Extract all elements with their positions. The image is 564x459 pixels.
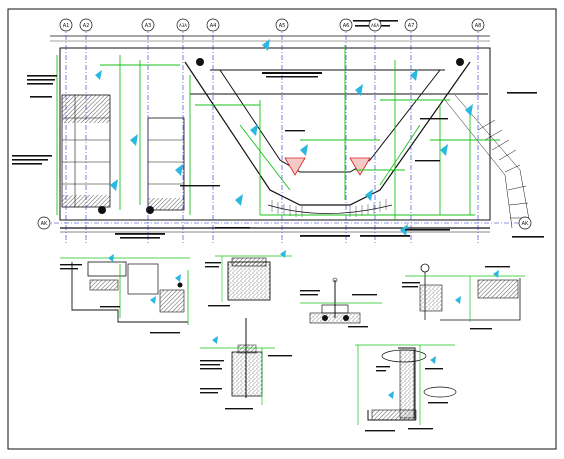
grid-label-a7: A7 [408, 23, 415, 29]
row-label-left: AK [41, 221, 48, 227]
detail-retaining-wall [355, 344, 457, 432]
red-hatch-right [349, 157, 371, 176]
grid-label-a5: A5 [279, 23, 286, 29]
left-shelving [61, 94, 111, 208]
row-label-right: AK [522, 221, 529, 227]
red-hatch-left [284, 157, 306, 176]
grid-lines [44, 25, 525, 245]
funnel-base-arc [267, 204, 393, 214]
detail-section-right [402, 263, 525, 330]
mid-shelving [147, 117, 185, 211]
grid-label-a3a: A3A [179, 23, 187, 28]
plan-outline [59, 47, 491, 221]
sheet-border [7, 8, 557, 450]
funnel-base-ribs [271, 199, 387, 217]
detail-post-base [300, 277, 382, 328]
grid-label-a8: A8 [475, 23, 482, 29]
grid-bubbles-row: AK AK [37, 216, 532, 230]
cyan-leaders [95, 39, 473, 236]
grid-bubbles-top: A1 A2 A3 A3A A4 A5 A6 A6A A7 A8 [59, 18, 485, 32]
note-text-blocks [12, 20, 544, 239]
pier-symbols [98, 58, 464, 214]
right-stair [444, 94, 531, 229]
detail-section-left [60, 254, 190, 334]
grid-label-a6: A6 [343, 23, 350, 29]
grid-label-a1: A1 [63, 23, 70, 29]
plan-view: A1 A2 A3 A3A A4 A5 A6 A6A A7 A8 AK AK [12, 18, 544, 245]
funnel-outer [184, 61, 471, 206]
grid-label-a2: A2 [83, 23, 90, 29]
detail-pole-footing [200, 318, 292, 410]
detail-footing [205, 250, 292, 307]
grid-label-a4: A4 [210, 23, 217, 29]
grid-label-a6a: A6A [371, 23, 379, 28]
grid-label-a3: A3 [145, 23, 152, 29]
green-annotations [56, 45, 500, 220]
funnel-inner [219, 69, 441, 173]
